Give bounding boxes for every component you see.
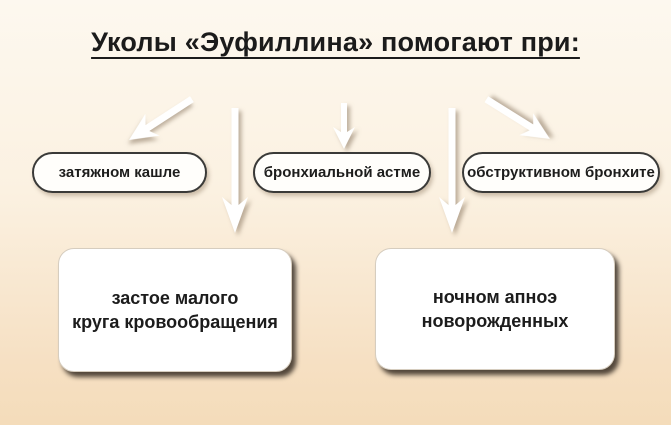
outcome-line: застое малого <box>111 287 239 308</box>
outcome-line: новорожденных <box>421 311 569 331</box>
page-title: Уколы «Эуфиллина» помогают при: <box>91 27 580 57</box>
outcome-line: круга кровообращения <box>72 312 278 332</box>
condition-node-asthma: бронхиальной астме <box>253 152 431 193</box>
arrow-down-long-left-icon <box>222 108 248 233</box>
condition-node-bronchitis: обструктивном бронхите <box>462 152 660 193</box>
outcome-node-apnea: ночном апноэ новорожденных <box>375 248 615 370</box>
outcome-node-circulation: застое малого круга кровообращения <box>58 248 292 372</box>
condition-label: обструктивном бронхите <box>467 164 655 181</box>
arrow-down-short-icon <box>333 103 355 149</box>
arrow-down-right-icon <box>484 96 550 139</box>
condition-label: бронхиальной астме <box>263 164 421 181</box>
condition-label: затяжном кашле <box>58 164 181 181</box>
arrow-down-left-icon <box>129 96 194 140</box>
outcome-line: ночном апноэ <box>432 286 558 307</box>
condition-node-cough: затяжном кашле <box>32 152 207 193</box>
